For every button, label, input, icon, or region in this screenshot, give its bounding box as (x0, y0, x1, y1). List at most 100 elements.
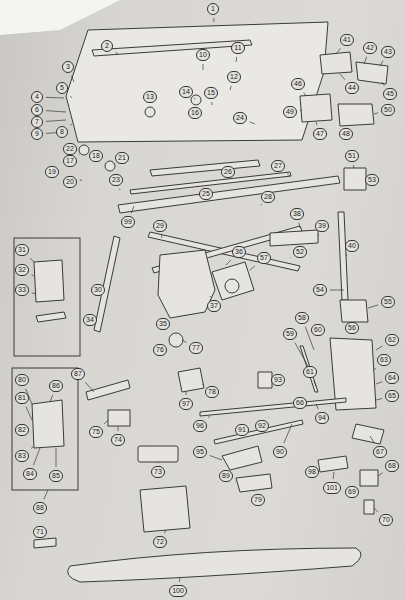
callout-number: 35 (156, 318, 170, 330)
leader-line (336, 48, 340, 54)
callout-number: 89 (219, 470, 233, 482)
lock-cylinder (258, 372, 272, 388)
leader-line (32, 293, 36, 294)
glass-channel (150, 160, 260, 176)
callout-number: 31 (15, 244, 29, 256)
callout-number: 46 (291, 78, 305, 90)
inside-handle (222, 446, 262, 470)
callout-number: 8 (56, 126, 68, 138)
callout-number: 70 (379, 514, 393, 526)
leader-line (333, 472, 335, 479)
callout-number: 53 (365, 174, 379, 186)
leader-line (119, 189, 120, 190)
leader-line (304, 92, 306, 96)
callout-number: 78 (205, 386, 219, 398)
callout-number: 62 (385, 334, 399, 346)
hinge-pin (36, 312, 66, 322)
leader-line (118, 426, 119, 431)
callout-number: 97 (179, 398, 193, 410)
leader-line (204, 114, 205, 115)
leader-line (340, 74, 345, 80)
motor-end (225, 279, 239, 293)
callout-number: 5 (56, 82, 68, 94)
callout-number: 47 (313, 128, 327, 140)
leader-line (164, 530, 166, 533)
callout-number: 10 (196, 49, 210, 61)
leader-line (168, 315, 169, 317)
leader-line (376, 346, 383, 350)
leader-line (268, 417, 269, 418)
leader-line (361, 486, 363, 487)
callout-number: 96 (193, 420, 207, 432)
callout-number: 85 (49, 470, 63, 482)
callout-number: 1 (207, 3, 219, 15)
door-trim-panel (68, 548, 362, 582)
callout-number: 90 (273, 446, 287, 458)
callout-number: 37 (207, 300, 221, 312)
callout-number: 58 (295, 312, 309, 324)
callout-number: 3 (62, 61, 74, 73)
callout-number: 50 (381, 104, 395, 116)
leader-line (107, 291, 108, 292)
switch-bezel (108, 410, 130, 426)
callout-number: 76 (153, 344, 167, 356)
lower-hinge-box (12, 368, 78, 490)
leader-line (287, 174, 290, 176)
leader-line (79, 149, 80, 150)
callout-number: 49 (283, 106, 297, 118)
callout-number: 25 (199, 188, 213, 200)
leader-line (250, 122, 255, 124)
leader-line (364, 57, 367, 64)
callout-number: 60 (311, 324, 325, 336)
callout-number: 21 (115, 152, 129, 164)
callout-number: 52 (293, 246, 307, 258)
leader-line (382, 82, 384, 86)
lock-rod (300, 346, 318, 392)
leader-line (368, 305, 378, 308)
leader-line (374, 508, 378, 512)
callout-number: 68 (385, 460, 399, 472)
callout-number: 83 (15, 450, 29, 462)
leader-line (79, 154, 81, 155)
callout-number: 57 (257, 252, 271, 264)
callout-number: 23 (109, 174, 123, 186)
callout-number: 101 (323, 482, 341, 494)
upper-bracket (320, 52, 352, 74)
window-glass (66, 22, 328, 142)
glass-roller (79, 145, 89, 155)
callout-number: 34 (83, 314, 97, 326)
callout-number: 13 (143, 91, 157, 103)
leader-line (376, 398, 382, 400)
callout-number: 18 (89, 150, 103, 162)
latch-plate (340, 300, 368, 322)
leader-line (236, 57, 238, 62)
callout-number: 56 (345, 322, 359, 334)
leader-line (169, 344, 171, 345)
leader-line (158, 462, 159, 463)
leader-line (316, 122, 317, 125)
leader-line (46, 111, 66, 112)
callout-number: 27 (271, 160, 285, 172)
leader-line (353, 165, 355, 168)
leader-line (299, 223, 300, 228)
lock-screw (364, 500, 374, 514)
callout-number: 79 (251, 494, 265, 506)
callout-number: 43 (381, 46, 395, 58)
callout-number: 42 (363, 42, 377, 54)
leader-line (208, 416, 210, 418)
callout-number: 88 (33, 502, 47, 514)
callout-number: 82 (15, 424, 29, 436)
leader-line (56, 448, 57, 467)
leader-line (31, 431, 32, 432)
callout-number: 86 (49, 380, 63, 392)
leader-line (161, 235, 163, 238)
leader-line (115, 52, 118, 54)
callout-number: 20 (63, 176, 77, 188)
leader-line (203, 64, 204, 70)
leader-line (295, 343, 308, 366)
callout-number: 32 (15, 264, 29, 276)
callout-number: 9 (31, 128, 43, 140)
remote-rod-lower (214, 420, 303, 444)
trim-clip (34, 538, 56, 548)
